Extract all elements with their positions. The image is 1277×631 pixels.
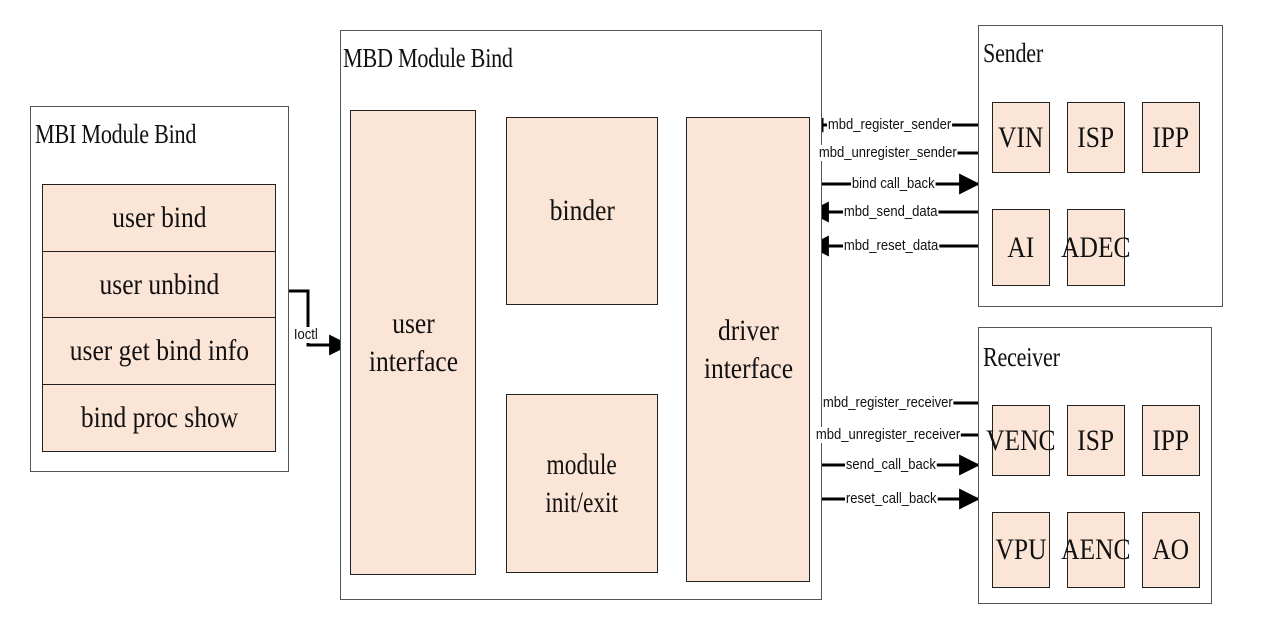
- receiver-module-venc: VENC: [986, 405, 1056, 476]
- mbi-item-user-get-bind-info: user get bind info: [42, 317, 276, 385]
- ioctl-label: Ioctl: [293, 327, 319, 343]
- mbi-item-user-unbind: user unbind: [42, 251, 276, 318]
- binder-box: binder: [506, 117, 658, 305]
- sender-module-ipp: IPP: [1142, 102, 1200, 173]
- receiver-module-isp: ISP: [1067, 405, 1125, 476]
- sig-label-bind-call-back: bind call_back: [851, 176, 936, 192]
- sig-label-reset-call-back: reset_call_back: [845, 491, 938, 507]
- sig-label-mbd-send-data: mbd_send_data: [843, 204, 939, 220]
- sig-label-mbd-unregister-sender: mbd_unregister_sender: [818, 145, 958, 161]
- sender-module-adec: ADEC: [1061, 209, 1131, 286]
- receiver-module-ao: AO: [1142, 512, 1200, 588]
- sender-title: Sender: [983, 38, 1044, 68]
- mbi-item-user-bind: user bind: [42, 184, 276, 252]
- mbi-title: MBI Module Bind: [35, 119, 197, 149]
- receiver-title: Receiver: [983, 342, 1060, 372]
- mbd-title: MBD Module Bind: [343, 43, 513, 73]
- sender-module-isp: ISP: [1067, 102, 1125, 173]
- user-interface-box: user interface: [350, 110, 476, 575]
- sig-label-mbd-register-receiver: mbd_register_receiver: [822, 395, 954, 411]
- sender-module-ai: AI: [992, 209, 1050, 286]
- receiver-module-aenc: AENC: [1061, 512, 1131, 588]
- sig-label-send-call-back: send_call_back: [845, 457, 937, 473]
- sig-label-mbd-register-sender: mbd_register_sender: [827, 117, 953, 133]
- sig-label-mbd-unregister-receiver: mbd_unregister_receiver: [815, 427, 962, 443]
- module-init-exit-box: module init/exit: [506, 394, 658, 573]
- receiver-module-vpu: VPU: [992, 512, 1050, 588]
- sender-module-vin: VIN: [992, 102, 1050, 173]
- driver-interface-box: driver interface: [686, 117, 810, 582]
- sig-label-mbd-reset-data: mbd_reset_data: [843, 238, 940, 254]
- receiver-module-ipp: IPP: [1142, 405, 1200, 476]
- mbi-item-bind-proc-show: bind proc show: [42, 384, 276, 452]
